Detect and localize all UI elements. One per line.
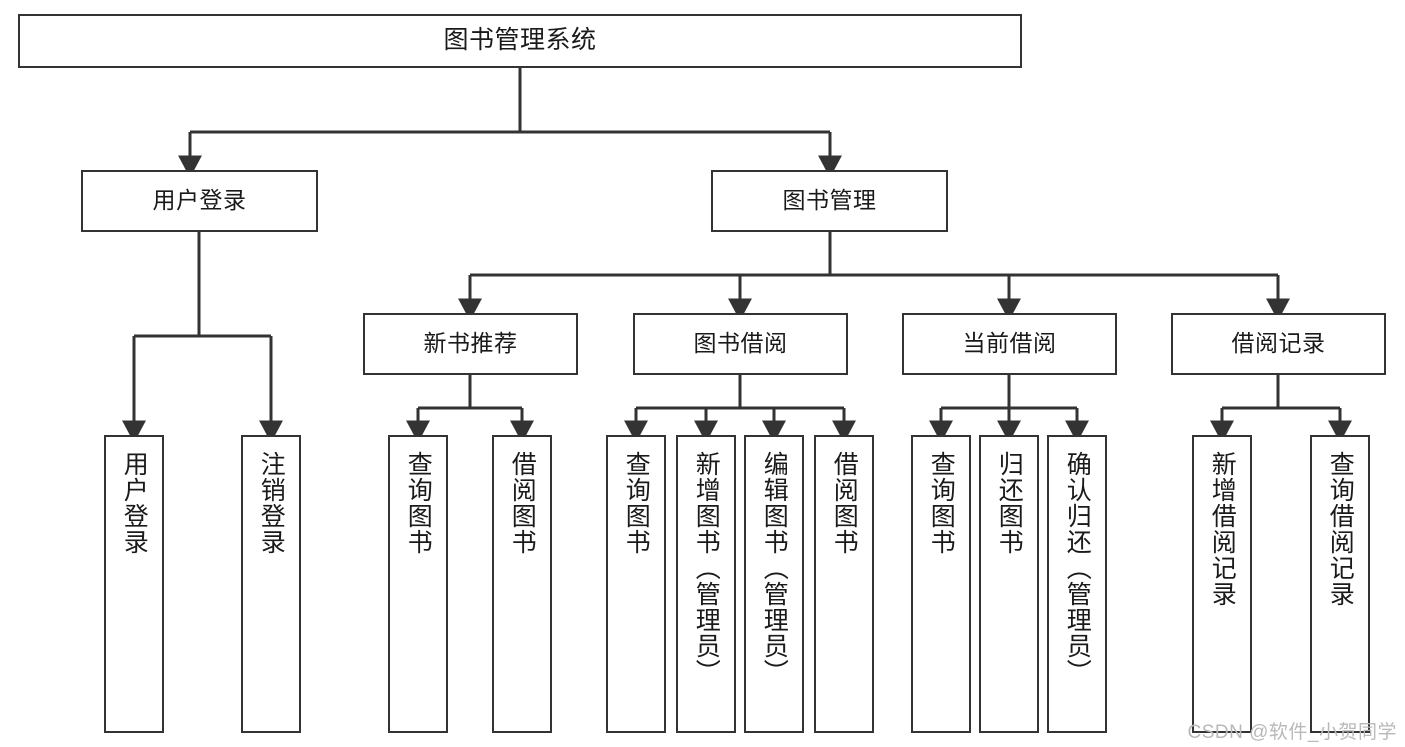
node-leaf-borrow-book-1-label: 借阅图书 — [508, 451, 537, 555]
node-leaf-borrow-book-2[interactable]: 借阅图书 — [814, 435, 874, 733]
node-book-borrow[interactable]: 图书借阅 — [633, 313, 848, 375]
node-leaf-query-book-3[interactable]: 查询图书 — [911, 435, 971, 733]
node-root-label: 图书管理系统 — [443, 26, 597, 55]
node-leaf-add-record-label: 新增借阅记录 — [1208, 451, 1237, 607]
node-borrow-record-label: 借阅记录 — [1231, 330, 1326, 357]
node-leaf-edit-book[interactable]: 编辑图书（管理员） — [744, 435, 804, 733]
node-current-borrow-label: 当前借阅 — [962, 330, 1057, 357]
node-user-login-label: 用户登录 — [152, 187, 247, 214]
node-leaf-query-book-2-label: 查询图书 — [622, 451, 651, 555]
node-leaf-user-login-label: 用户登录 — [120, 451, 149, 555]
node-root[interactable]: 图书管理系统 — [18, 14, 1022, 68]
node-leaf-return-book-label: 归还图书 — [995, 451, 1024, 555]
node-leaf-add-book[interactable]: 新增图书（管理员） — [676, 435, 736, 733]
node-book-manage[interactable]: 图书管理 — [711, 170, 948, 232]
node-leaf-confirm-return-label: 确认归还（管理员） — [1063, 451, 1092, 685]
node-leaf-borrow-book-2-label: 借阅图书 — [830, 451, 859, 555]
node-leaf-add-book-label: 新增图书（管理员） — [692, 451, 721, 685]
node-book-manage-label: 图书管理 — [782, 187, 877, 214]
node-leaf-query-book-1-label: 查询图书 — [404, 451, 433, 555]
node-leaf-return-book[interactable]: 归还图书 — [979, 435, 1039, 733]
node-book-borrow-label: 图书借阅 — [693, 330, 788, 357]
node-leaf-logout-login[interactable]: 注销登录 — [241, 435, 301, 733]
node-leaf-query-book-2[interactable]: 查询图书 — [606, 435, 666, 733]
node-leaf-add-record[interactable]: 新增借阅记录 — [1192, 435, 1252, 733]
node-leaf-query-record-label: 查询借阅记录 — [1326, 451, 1355, 607]
node-new-book-recommend[interactable]: 新书推荐 — [363, 313, 578, 375]
node-leaf-edit-book-label: 编辑图书（管理员） — [760, 451, 789, 685]
node-leaf-confirm-return[interactable]: 确认归还（管理员） — [1047, 435, 1107, 733]
node-borrow-record[interactable]: 借阅记录 — [1171, 313, 1386, 375]
node-user-login[interactable]: 用户登录 — [81, 170, 318, 232]
node-leaf-borrow-book-1[interactable]: 借阅图书 — [492, 435, 552, 733]
node-leaf-query-record[interactable]: 查询借阅记录 — [1310, 435, 1370, 733]
node-new-book-recommend-label: 新书推荐 — [423, 330, 518, 357]
node-leaf-query-book-1[interactable]: 查询图书 — [388, 435, 448, 733]
node-leaf-user-login[interactable]: 用户登录 — [104, 435, 164, 733]
node-leaf-logout-login-label: 注销登录 — [257, 451, 286, 555]
node-leaf-query-book-3-label: 查询图书 — [927, 451, 956, 555]
node-current-borrow[interactable]: 当前借阅 — [902, 313, 1117, 375]
